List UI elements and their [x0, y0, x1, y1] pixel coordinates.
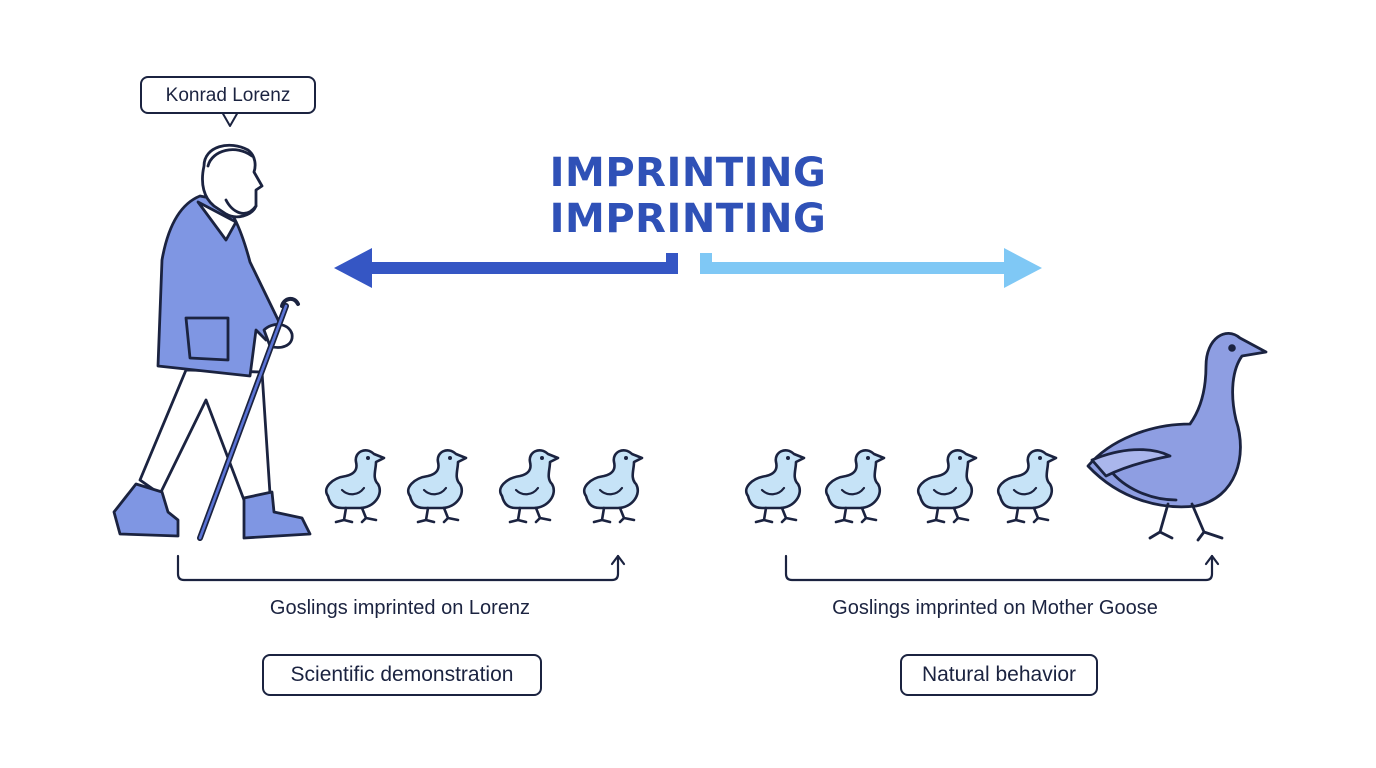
person-name-label: Konrad Lorenz [140, 76, 316, 114]
gosling-icon [916, 448, 978, 524]
gosling-icon [498, 448, 560, 524]
left-arrow-icon [334, 248, 678, 288]
gosling-icon [324, 448, 386, 524]
gosling-icon [744, 448, 806, 524]
right-arrow-icon [700, 248, 1042, 288]
left-bracket-arrow-icon [176, 554, 626, 582]
left-goslings [324, 448, 644, 524]
man-with-cane-icon [112, 143, 312, 541]
gosling-icon [824, 448, 886, 524]
right-bracket-arrow-icon [784, 554, 1220, 582]
right-caption: Goslings imprinted on Mother Goose [832, 597, 1158, 619]
left-tag: Scientific demonstration [262, 654, 542, 696]
gosling-icon [582, 448, 644, 524]
title-line-1: IMPRINTING [549, 150, 827, 196]
goose-icon [1086, 332, 1268, 542]
gosling-icon [406, 448, 468, 524]
right-goslings [744, 448, 1058, 524]
title-line-2: IMPRINTING [549, 196, 827, 242]
right-tag: Natural behavior [900, 654, 1098, 696]
gosling-icon [996, 448, 1058, 524]
left-caption: Goslings imprinted on Lorenz [269, 597, 531, 619]
bubble-pointer [221, 111, 239, 127]
